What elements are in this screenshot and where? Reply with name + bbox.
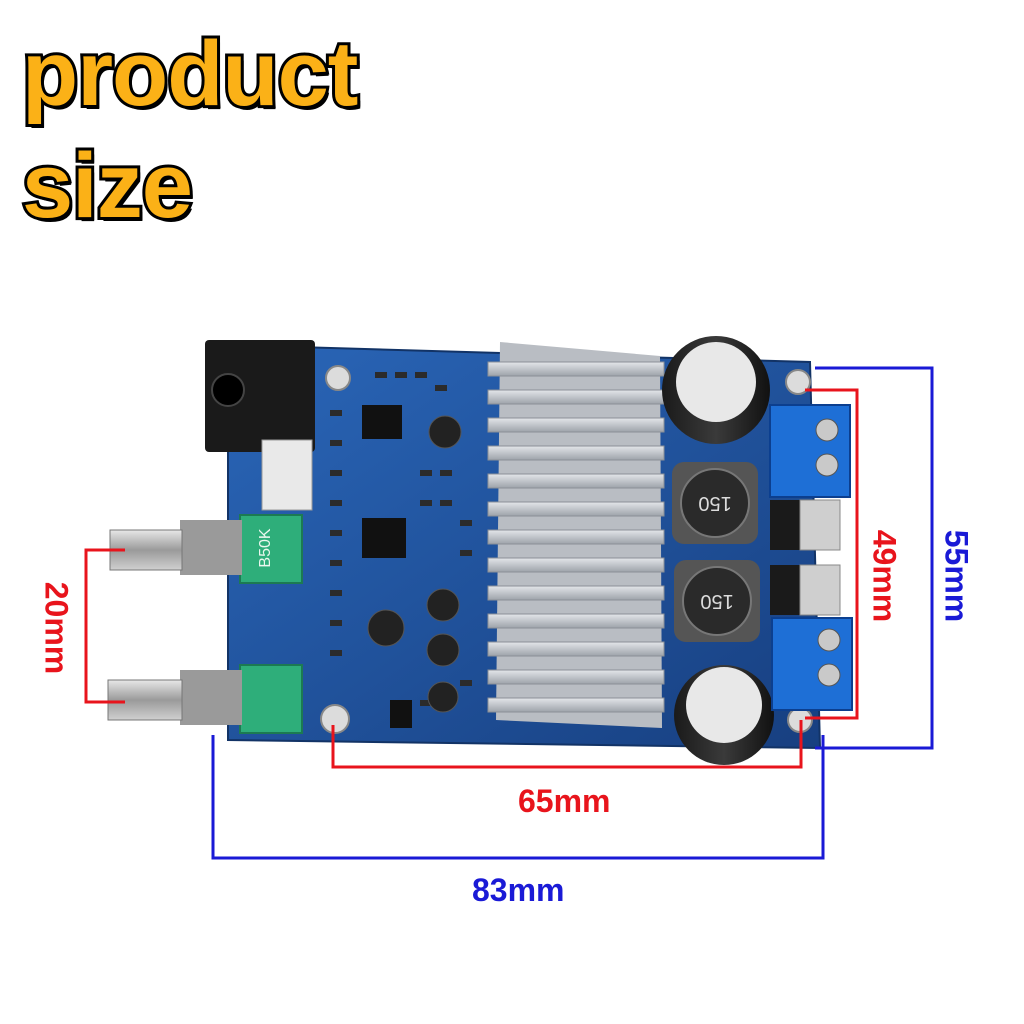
heatsink-fin <box>487 669 665 685</box>
potentiometer-top <box>109 514 303 584</box>
dim-label-83mm: 83mm <box>472 872 565 908</box>
inductors <box>672 462 760 642</box>
title-line-2: size <box>19 135 196 237</box>
dim-label-49mm: 49mm <box>866 529 903 623</box>
small-capacitors <box>367 415 462 713</box>
dim-line-49mm <box>805 388 859 720</box>
heatsink-fin <box>487 585 665 601</box>
dim-line-65mm <box>331 720 803 769</box>
smd-resistors <box>330 372 472 706</box>
dim-label-55mm: 55mm <box>938 529 975 623</box>
screw-terminals <box>769 404 853 711</box>
heatsink-fin <box>487 417 665 433</box>
heatsink-fin <box>487 361 665 377</box>
inductor-bottom-marking: 150 <box>700 590 733 612</box>
dim-line-83mm <box>211 735 825 860</box>
heatsink-fin <box>487 501 665 517</box>
heatsink-fin <box>487 473 665 489</box>
heatsink-fin <box>487 613 665 629</box>
heatsink <box>487 342 665 728</box>
heatsink-fin <box>487 445 665 461</box>
dim-label-65mm: 65mm <box>518 783 611 819</box>
title-line-1: product <box>19 23 361 125</box>
heatsink-fin <box>487 389 665 405</box>
white-connector <box>261 439 313 511</box>
dim-line-20mm <box>84 548 125 704</box>
large-capacitors <box>662 336 774 765</box>
voltage-regulators <box>770 499 841 616</box>
dim-label-20mm: 20mm <box>38 581 75 675</box>
potentiometer-bottom <box>107 664 303 734</box>
heatsink-fin <box>487 641 665 657</box>
dim-line-55mm <box>815 366 934 750</box>
smd-components <box>362 405 412 728</box>
heatsink-fin <box>487 529 665 545</box>
pot-marking: B50K <box>257 528 274 567</box>
inductor-top-marking: 150 <box>698 492 731 514</box>
heatsink-fin <box>487 697 665 713</box>
heatsink-fin <box>487 557 665 573</box>
audio-jack <box>205 340 315 452</box>
